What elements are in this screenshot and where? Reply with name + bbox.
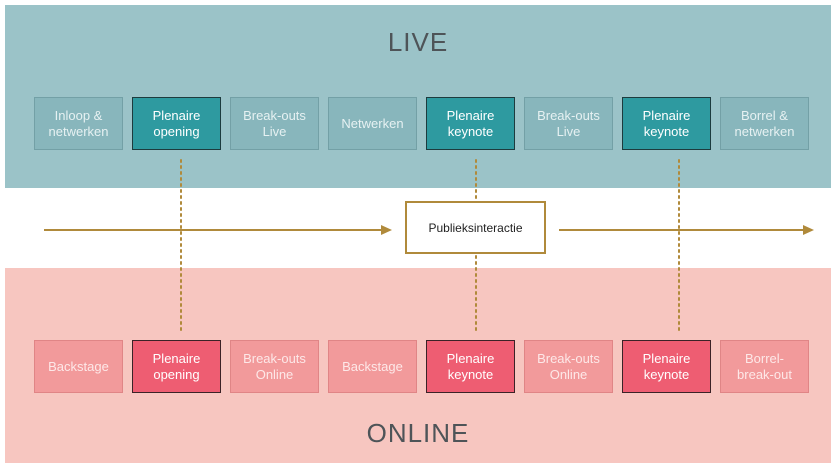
- live-box-3-line1: Netwerken: [341, 115, 404, 131]
- live-box-2-line1: Break-outs: [243, 107, 306, 123]
- online-box-0: Backstage: [34, 340, 123, 393]
- online-box-7-line2: break-out: [737, 366, 792, 382]
- online-box-5-line1: Break-outs: [537, 350, 600, 366]
- live-box-2-line2: Live: [262, 123, 287, 139]
- online-box-4-line2: keynote: [447, 366, 494, 382]
- live-box-5-line1: Break-outs: [537, 107, 600, 123]
- online-box-5-line2: Online: [549, 366, 588, 382]
- arrow-head-right: [803, 225, 814, 235]
- online-box-1-line1: Plenaire: [152, 350, 201, 366]
- online-box-0-line1: Backstage: [48, 358, 109, 374]
- live-box-6-line2: keynote: [643, 123, 690, 139]
- online-box-3: Backstage: [328, 340, 417, 393]
- live-box-6-line1: Plenaire: [642, 107, 691, 123]
- live-box-0-line2: netwerken: [48, 123, 109, 139]
- online-box-3-line1: Backstage: [342, 358, 403, 374]
- publieksinteractie-box: Publieksinteractie: [405, 201, 546, 254]
- live-title: LIVE: [387, 27, 449, 57]
- online-box-2-line1: Break-outs: [243, 350, 306, 366]
- live-box-0-line1: Inloop &: [54, 107, 103, 123]
- online-box-7: Borrel-break-out: [720, 340, 809, 393]
- live-box-1-line1: Plenaire: [152, 107, 201, 123]
- online-box-7-line1: Borrel-: [744, 350, 784, 366]
- live-box-5-line2: Live: [556, 123, 581, 139]
- live-box-7: Borrel &netwerken: [720, 97, 809, 150]
- online-box-6-line1: Plenaire: [642, 350, 691, 366]
- online-box-2-line2: Online: [255, 366, 294, 382]
- live-box-0: Inloop &netwerken: [34, 97, 123, 150]
- arrow-head-left: [381, 225, 392, 235]
- publieksinteractie-label: Publieksinteractie: [428, 220, 523, 235]
- live-box-4-line1: Plenaire: [446, 107, 495, 123]
- live-box-7-line1: Borrel &: [741, 107, 788, 123]
- live-box-7-line2: netwerken: [734, 123, 795, 139]
- live-box-4-line2: keynote: [447, 123, 494, 139]
- live-box-1-line2: opening: [153, 123, 200, 139]
- online-title: ONLINE: [366, 418, 470, 448]
- online-box-4-line1: Plenaire: [446, 350, 495, 366]
- online-box-1-line2: opening: [153, 366, 200, 382]
- live-box-3: Netwerken: [328, 97, 417, 150]
- online-box-6-line2: keynote: [643, 366, 690, 382]
